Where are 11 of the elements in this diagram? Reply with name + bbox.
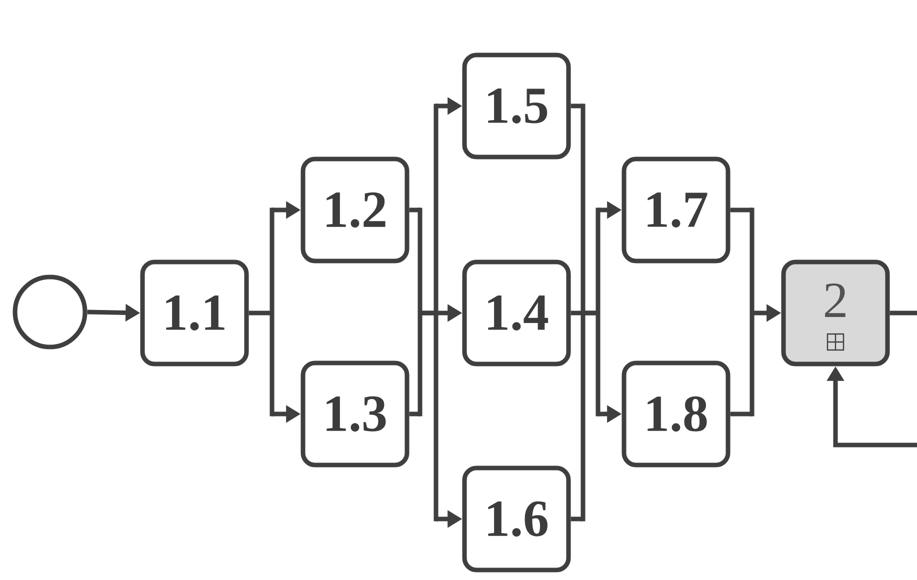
task-box: 1.8 (622, 360, 730, 468)
task-box: 1.5 (462, 52, 571, 160)
start-circle (12, 274, 88, 350)
task-box: 1.4 (462, 260, 571, 366)
task-box: 1.1 (140, 260, 249, 366)
task-box: 1.7 (622, 156, 730, 264)
subprocess-box: 2 (781, 260, 890, 366)
task-box: 1.6 (462, 466, 571, 572)
task-box: 1.3 (300, 360, 410, 468)
task-box: 1.2 (300, 156, 410, 264)
connector-line (890, 310, 917, 316)
